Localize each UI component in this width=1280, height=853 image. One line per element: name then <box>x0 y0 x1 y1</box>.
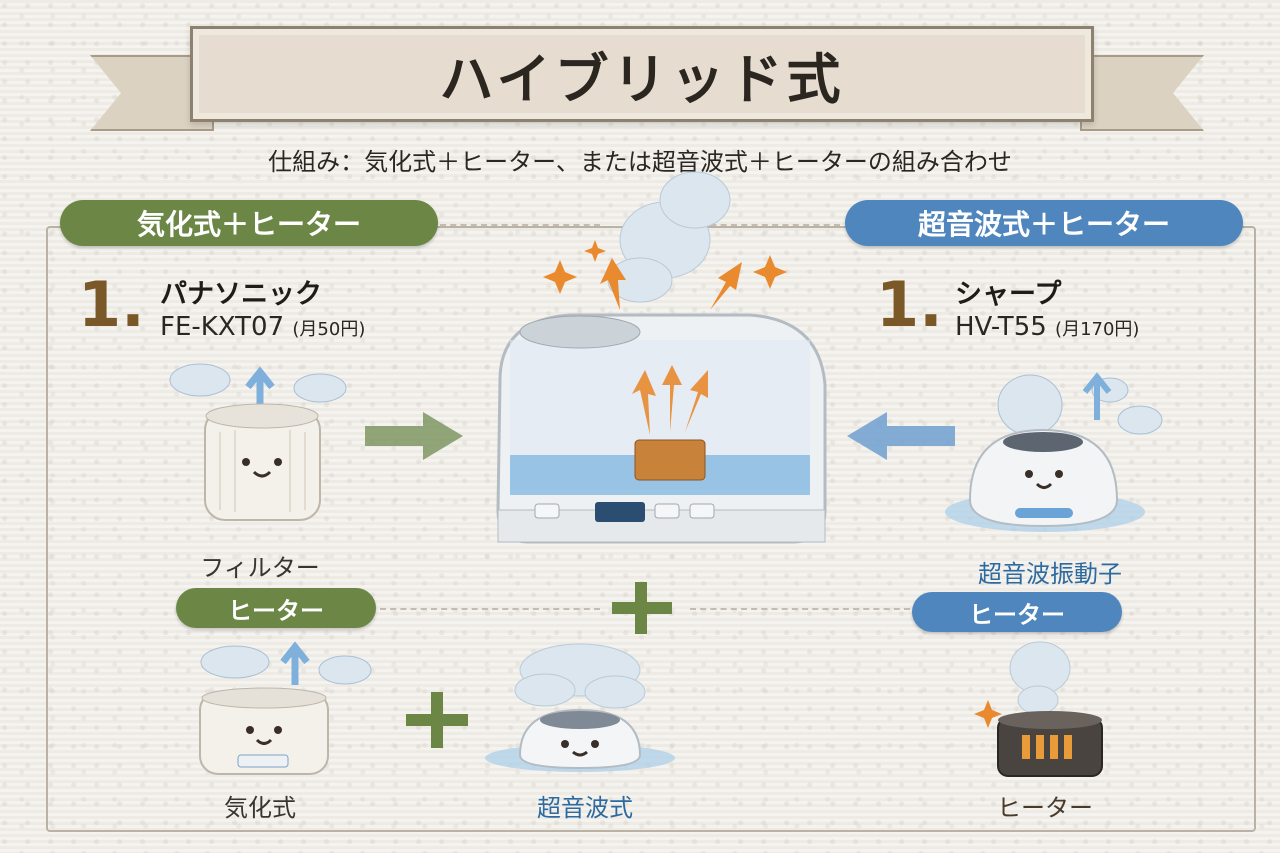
arrow-left-icon <box>847 412 955 460</box>
steam-cloud-icon <box>1009 641 1071 715</box>
mid-dash-left <box>380 608 600 610</box>
left-panel-header: 気化式＋ヒーター <box>60 200 438 246</box>
left-model-cost: (月50円) <box>292 319 366 340</box>
sparkle-icon <box>543 240 787 294</box>
right-model-cost: (月170円) <box>1055 319 1140 340</box>
left-heater-tag: ヒーター <box>176 588 376 628</box>
hybrid-humidifier-illustration <box>496 171 827 544</box>
evaporative-unit-illustration <box>199 641 372 775</box>
right-model-name: HV-T55 <box>955 312 1047 342</box>
right-rank-number: 1. <box>876 268 943 341</box>
right-brand-name: シャープ <box>955 279 1062 310</box>
plus-icon <box>406 692 468 748</box>
steam-cloud-icon <box>514 643 646 709</box>
up-arrow-icon <box>245 366 275 405</box>
title-banner: ハイブリッド式 <box>190 26 1094 122</box>
up-arrow-icon <box>1082 372 1112 420</box>
up-arrow-icon <box>280 641 310 685</box>
steam-cloud-icon <box>997 374 1163 436</box>
sparkle-icon <box>974 700 1002 728</box>
heater-unit-illustration <box>974 641 1103 777</box>
page-title: ハイブリッド式 <box>439 47 845 111</box>
left-model-name: FE-KXT07 <box>160 312 285 342</box>
filter-unit-illustration <box>169 363 347 521</box>
banner-ribbon-right <box>1080 55 1204 131</box>
ultrasonic-unit-illustration <box>945 372 1163 532</box>
bottom-mid-label: 超音波式 <box>537 794 633 822</box>
mid-dash-right <box>690 608 910 610</box>
page-subtitle: 仕組み：気化式＋ヒーター、または超音波式＋ヒーターの組み合わせ <box>268 148 1012 176</box>
ultrasonic-puck-illustration <box>485 643 675 772</box>
left-brand-name: パナソニック <box>160 279 322 310</box>
top-dash-left <box>440 224 600 226</box>
right-component-label: 超音波振動子 <box>978 560 1122 588</box>
arrow-right-icon <box>365 412 463 460</box>
left-rank-number: 1. <box>78 268 145 341</box>
bottom-left-label: 気化式 <box>224 794 296 822</box>
right-panel-header: 超音波式＋ヒーター <box>845 200 1243 246</box>
plus-icon <box>612 582 672 634</box>
top-dash-right <box>700 224 840 226</box>
steam-cloud-icon <box>169 363 347 403</box>
right-model-line: HV-T55 (月170円) <box>955 312 1139 342</box>
steam-cloud-icon <box>200 645 372 685</box>
left-component-label: フィルター <box>200 554 320 582</box>
bottom-right-label: ヒーター <box>997 794 1093 822</box>
right-heater-tag: ヒーター <box>912 592 1122 632</box>
steam-cloud-icon <box>607 171 731 303</box>
left-model-line: FE-KXT07 (月50円) <box>160 312 365 342</box>
